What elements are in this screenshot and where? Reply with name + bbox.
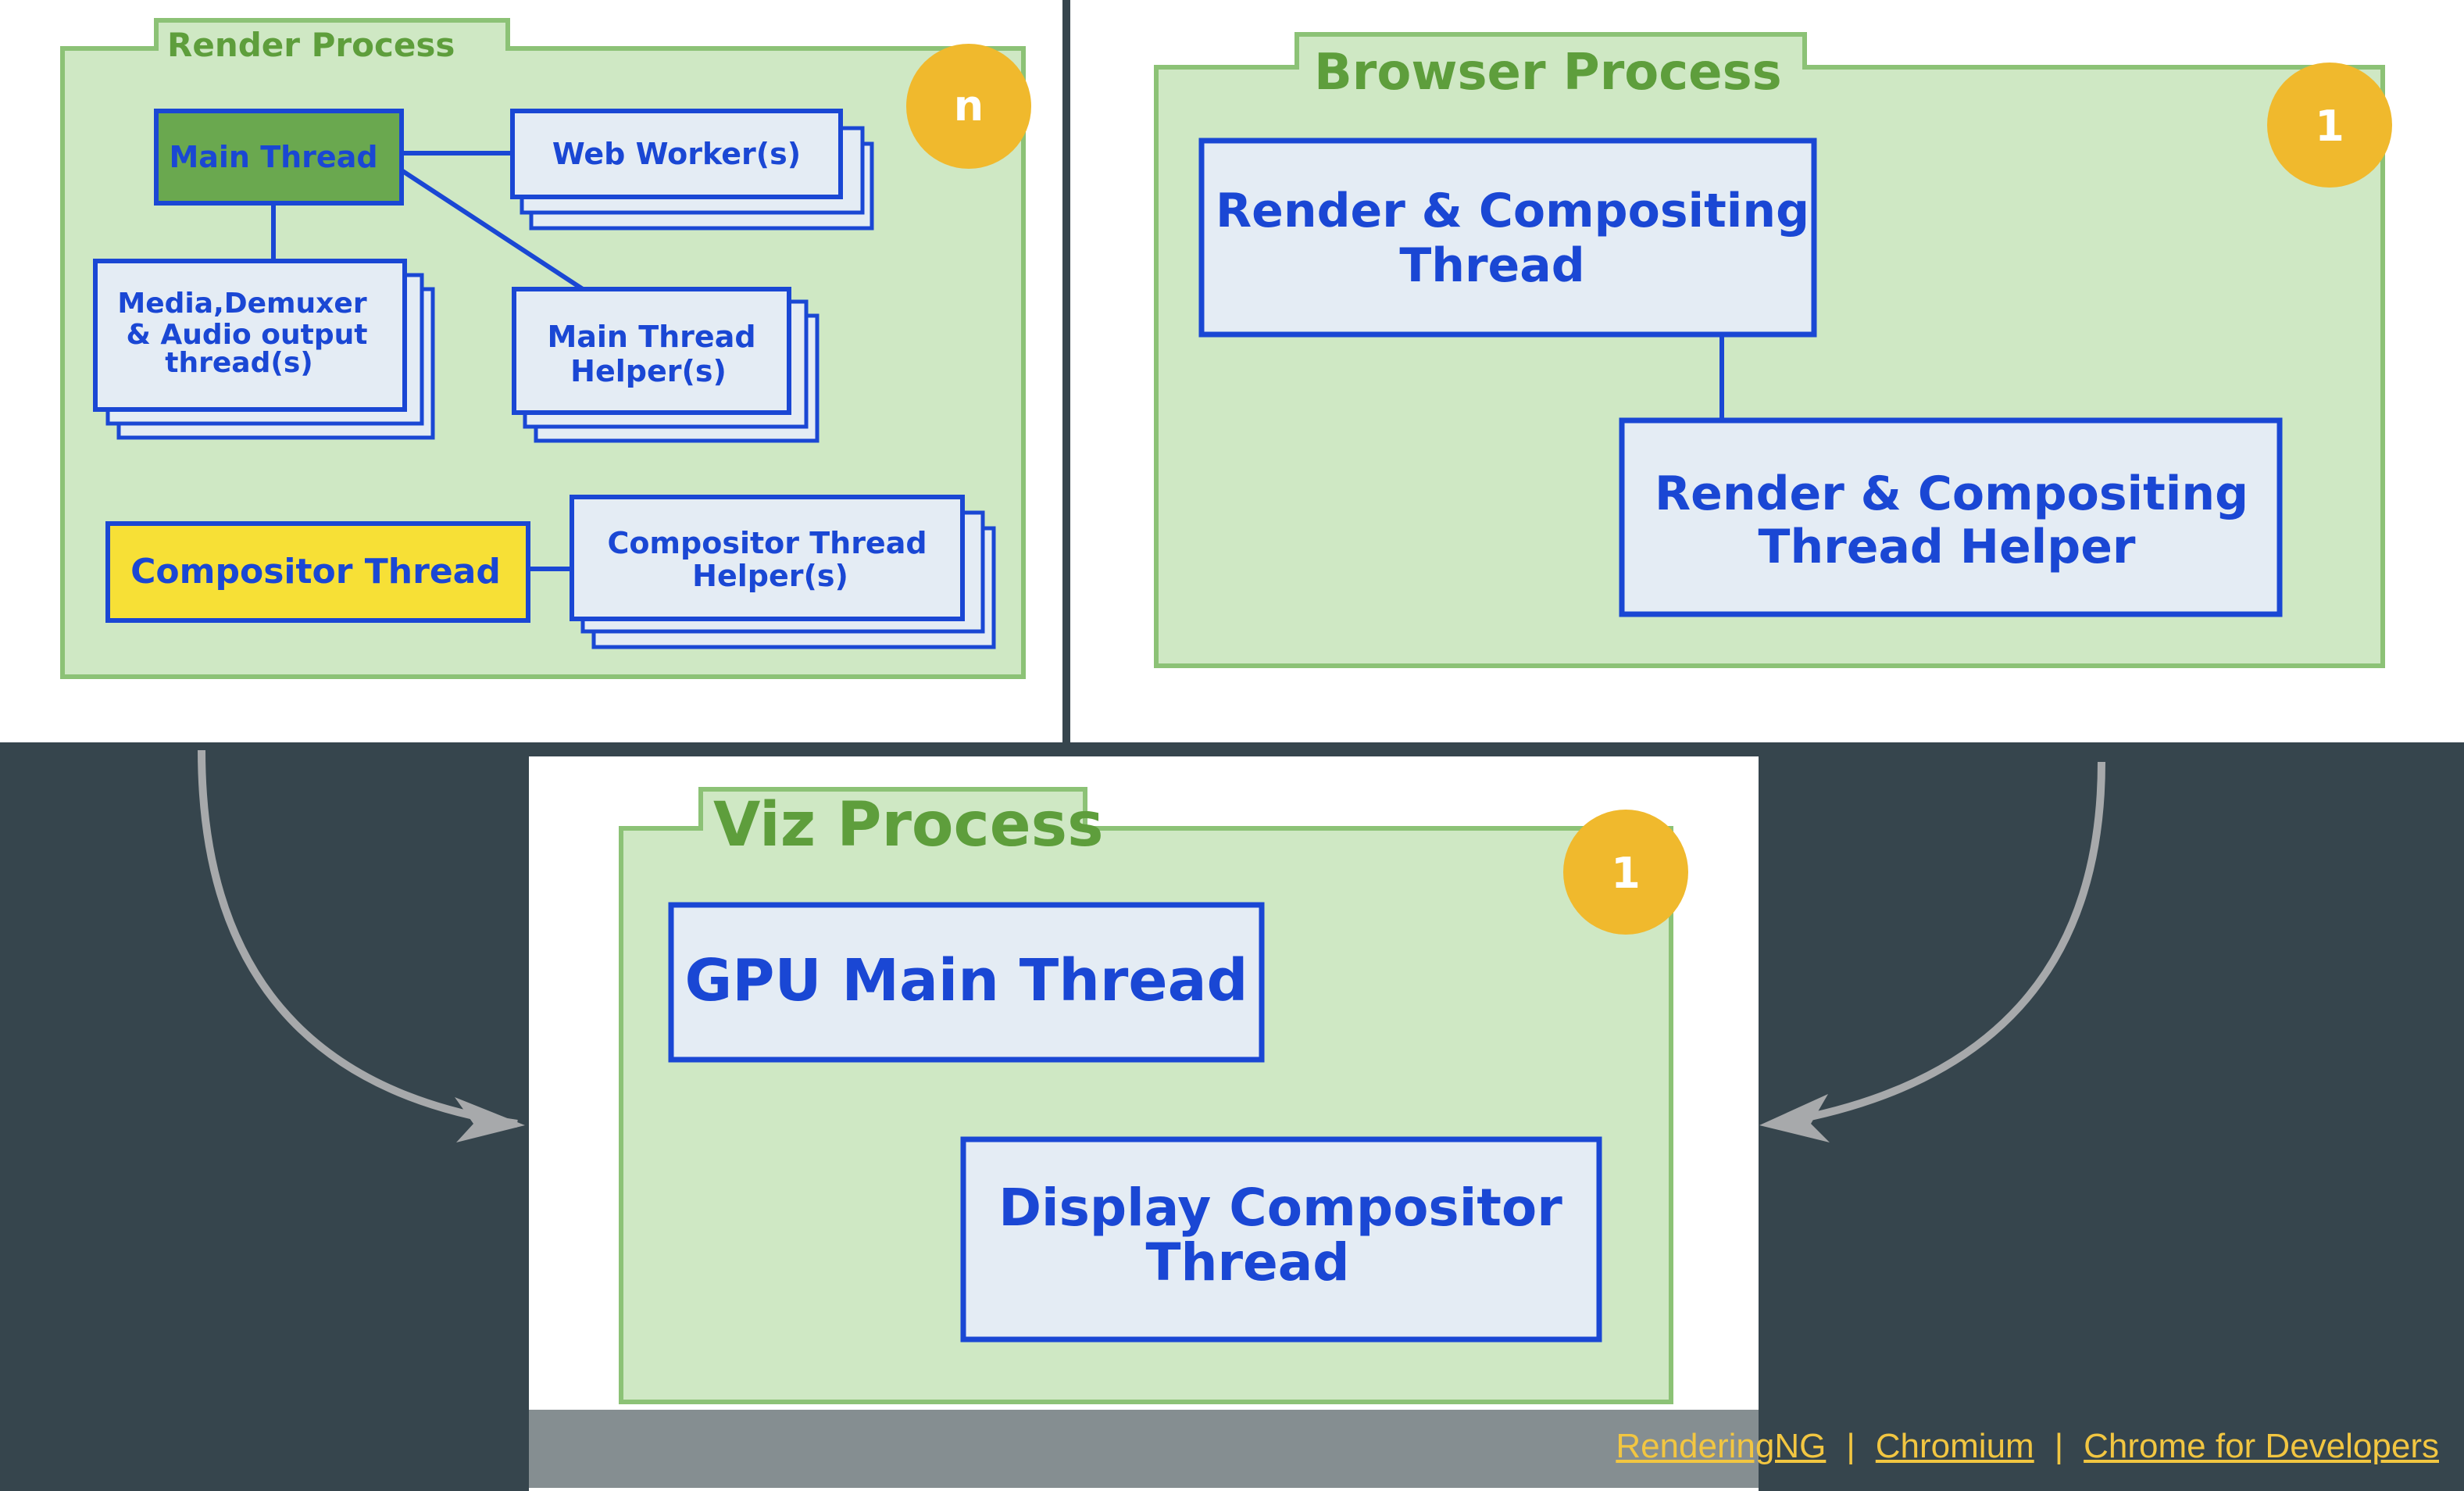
chrome-for-developers-link[interactable]: Chrome for Developers xyxy=(2084,1427,2439,1465)
left-arrowhead-icon xyxy=(455,1097,525,1142)
render-compositing-thread-line2: Thread xyxy=(1399,238,1584,293)
compositor-helpers-stack xyxy=(570,495,996,649)
footer-separator: | xyxy=(2054,1427,2064,1465)
media-threads-stack xyxy=(93,259,435,440)
compositor-helpers-line2: Helper(s) xyxy=(692,559,848,593)
render-process-panel: Render Process n Main Thread Web Worker(… xyxy=(0,0,1062,742)
chromium-link[interactable]: Chromium xyxy=(1875,1427,2034,1465)
browser-process-panel: Browser Process 1 Render & Compositing T… xyxy=(1070,0,2464,742)
viz-process-panel: Viz Process 1 GPU Main Thread Display Co… xyxy=(529,756,1759,1491)
web-workers-label: Web Worker(s) xyxy=(552,137,801,171)
main-thread-label: Main Thread xyxy=(169,140,377,174)
render-compositing-helper-box xyxy=(1619,417,2283,617)
footer-links: RenderingNG | Chromium | Chrome for Develope… xyxy=(1616,1427,2439,1466)
browser-process-badge-label: 1 xyxy=(2315,102,2344,151)
left-curved-arrow xyxy=(198,749,518,1128)
right-arrowhead-icon xyxy=(1759,1094,1830,1142)
footer-separator: | xyxy=(1846,1427,1855,1465)
gpu-main-thread-box xyxy=(668,902,1265,1063)
bottom-strip xyxy=(529,1410,1759,1488)
media-threads-line2: & Audio output xyxy=(127,319,368,351)
viz-process-badge-label: 1 xyxy=(1611,849,1641,898)
display-compositor-line2: Thread xyxy=(1145,1232,1349,1293)
render-compositing-thread-line1: Render & Compositing xyxy=(1216,184,1809,238)
compositor-helpers-line1: Compositor Thread xyxy=(607,526,927,560)
web-workers-stack xyxy=(510,109,874,231)
main-thread-helpers-line1: Main Thread xyxy=(547,320,755,354)
render-process-badge-label: n xyxy=(954,81,984,131)
compositor-thread-box xyxy=(105,521,530,623)
main-thread-helpers-stack xyxy=(512,287,820,443)
display-compositor-line1: Display Compositor xyxy=(998,1178,1562,1238)
render-process-title: Render Process xyxy=(167,26,455,64)
right-curved-arrow xyxy=(1773,761,2105,1128)
main-thread-box xyxy=(154,109,404,206)
browser-process-badge xyxy=(2267,63,2392,188)
gpu-main-thread-label: GPU Main Thread xyxy=(685,947,1248,1014)
render-process-connectors xyxy=(271,151,584,571)
media-threads-line1: Media,Demuxer xyxy=(117,288,366,320)
media-threads-line3: thread(s) xyxy=(165,347,312,379)
display-compositor-thread-box xyxy=(960,1136,1602,1343)
viz-process-title: Viz Process xyxy=(713,790,1104,860)
render-compositing-thread-box xyxy=(1198,138,1817,338)
renderingng-link[interactable]: RenderingNG xyxy=(1616,1427,1827,1465)
compositor-thread-label: Compositor Thread xyxy=(130,552,501,592)
main-thread-helpers-line2: Helper(s) xyxy=(570,354,727,388)
browser-process-title: Browser Process xyxy=(1314,44,1782,102)
render-compositing-helper-line1: Render & Compositing xyxy=(1655,467,2248,521)
render-compositing-helper-line2: Thread Helper xyxy=(1759,520,2136,574)
render-process-badge xyxy=(906,44,1031,169)
viz-process-badge xyxy=(1563,810,1688,935)
